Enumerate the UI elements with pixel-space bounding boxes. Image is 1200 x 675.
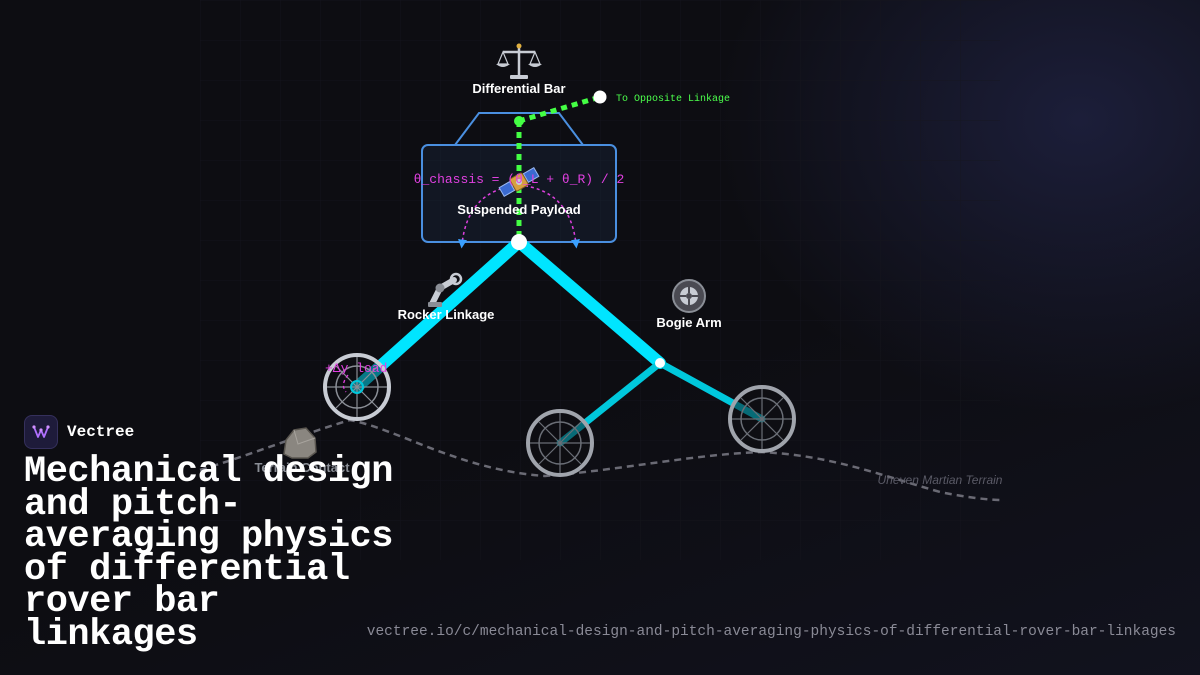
terrain-contact-label: Terrain Contact [254, 460, 350, 475]
brand-name: Vectree [67, 423, 135, 441]
brand-logo-icon [24, 415, 58, 449]
rocker-front-arm [351, 236, 525, 393]
opposite-linkage-label: To Opposite Linkage [616, 93, 730, 105]
pitch-equation: θ_chassis = (θ_L + θ_R) / 2 [414, 172, 625, 187]
wheel-load-arc [342, 374, 349, 393]
rocker-pivot [511, 234, 527, 250]
wheel-middle [526, 409, 594, 477]
page-url[interactable]: vectree.io/c/mechanical-design-and-pitch… [366, 624, 1176, 640]
wheel-rear [728, 385, 796, 453]
differential-bar-label: Differential Bar [472, 81, 565, 96]
rock-icon [283, 427, 317, 459]
page-title: Mechanical design and pitch-averaging ph… [24, 451, 393, 656]
bogie-pivot [655, 358, 665, 368]
rocker-label: Rocker Linkage [398, 307, 495, 322]
satellite-icon [498, 166, 540, 198]
wheel-load-label: +Δy load [325, 361, 387, 376]
balance-scale-icon [496, 43, 542, 79]
brand: Vectree [24, 415, 134, 449]
opposite-linkage-joint [593, 90, 607, 104]
terrain-label: Uneven Martian Terrain [878, 473, 1003, 487]
pitch-arc-right [518, 184, 580, 249]
chassis-top [454, 112, 584, 146]
wheel-icon [672, 279, 706, 313]
mechanical-arm-icon [428, 272, 463, 307]
bogie-label: Bogie Arm [656, 315, 721, 330]
differential-bar [518, 94, 601, 124]
wheel-front [323, 353, 391, 421]
pitch-arc-left [458, 184, 520, 249]
rocker-rear-arm [513, 236, 666, 369]
differential-pivot [514, 116, 524, 126]
payload-label: Suspended Payload [457, 202, 581, 217]
